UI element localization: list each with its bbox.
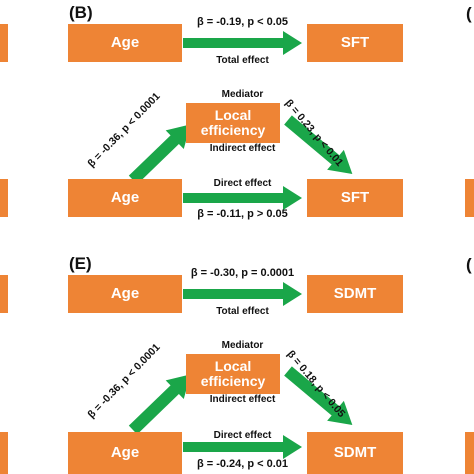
panel-label-e: (E) (69, 254, 92, 273)
total-from-box-b: Age (68, 24, 182, 62)
direct-caption-e: Direct effect (213, 430, 272, 441)
arrow-direct-effect-b (183, 186, 302, 210)
direct-caption-b: Direct effect (213, 178, 272, 189)
cropped-box-left-2 (0, 179, 8, 217)
total-to-box-b: SFT (307, 24, 403, 62)
panel-label-b: (B) (69, 3, 93, 22)
indirect-caption-b: Indirect effect (209, 143, 276, 154)
cropped-box-right-2 (465, 432, 474, 474)
total-from-box-e: Age (68, 275, 182, 313)
cropped-panel-label-top: ( (466, 4, 472, 23)
cropped-box-right-1 (465, 179, 474, 217)
direct-from-box-e: Age (68, 432, 182, 474)
indirect-caption-e: Indirect effect (209, 394, 276, 405)
cropped-box-left-1 (0, 24, 8, 62)
direct-to-box-e: SDMT (307, 432, 403, 474)
total-caption-e: Total effect (216, 306, 269, 317)
total-stat-e: β = -0.30, p = 0.0001 (190, 267, 295, 279)
total-to-box-e: SDMT (307, 275, 403, 313)
arrow-total-effect-b (183, 31, 302, 55)
arrow-path-a-e (128, 374, 191, 435)
mediator-box-b: Local efficiency (186, 103, 280, 143)
cropped-box-left-3 (0, 275, 8, 313)
direct-stat-b: β = -0.11, p > 0.05 (197, 208, 288, 220)
direct-to-box-b: SFT (307, 179, 403, 217)
arrow-direct-effect-e (183, 435, 302, 459)
arrow-path-b-b (284, 115, 353, 174)
arrow-path-a-b (128, 124, 191, 185)
mediator-caption-e: Mediator (221, 340, 264, 351)
mediator-box-e: Local efficiency (186, 354, 280, 394)
direct-from-box-b: Age (68, 179, 182, 217)
arrow-path-b-e (284, 366, 353, 425)
total-caption-b: Total effect (216, 55, 269, 66)
mediator-caption-b: Mediator (221, 89, 264, 100)
direct-stat-e: β = -0.24, p < 0.01 (196, 458, 289, 470)
cropped-box-left-4 (0, 432, 8, 474)
total-stat-b: β = -0.19, p < 0.05 (196, 16, 289, 28)
cropped-panel-label-middle: ( (466, 255, 472, 274)
arrow-total-effect-e (183, 282, 302, 306)
